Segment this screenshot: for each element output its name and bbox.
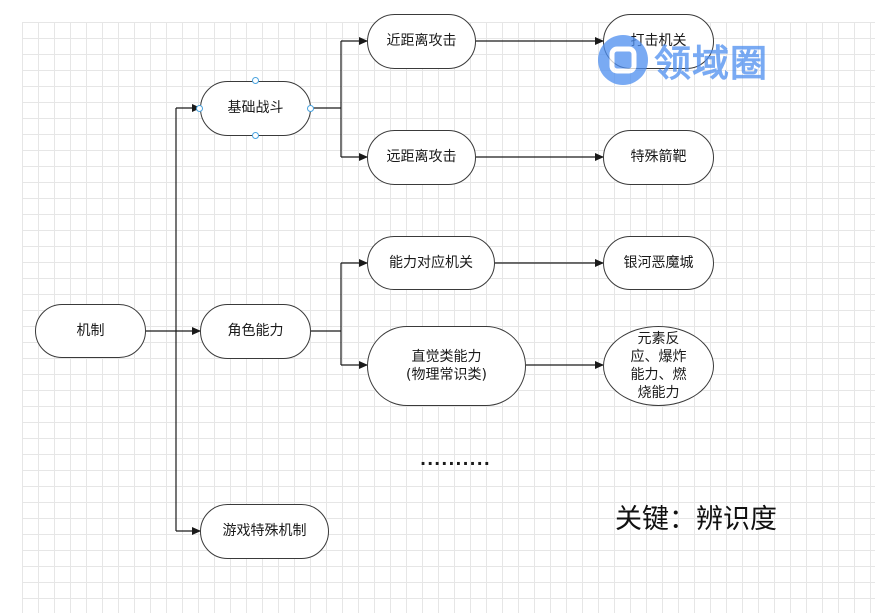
example-galaxy-castle[interactable]: 银河恶魔城 <box>603 236 714 290</box>
selection-handle-bottom[interactable] <box>252 132 259 139</box>
method-ability-mechanism[interactable]: 能力对应机关 <box>367 236 495 290</box>
watermark-logo: 领域圈 <box>596 33 768 87</box>
watermark-text: 领域圈 <box>654 42 768 85</box>
keyword-annotation: 关键：辨识度 <box>615 504 777 535</box>
category-special-mechanics[interactable]: 游戏特殊机制 <box>200 504 329 559</box>
method-ranged-attack[interactable]: 远距离攻击 <box>367 130 476 185</box>
category-character-ability[interactable]: 角色能力 <box>200 304 311 359</box>
selection-handle-top[interactable] <box>252 77 259 84</box>
ellipsis-text: .......... <box>420 450 491 469</box>
watermark-badge-icon <box>598 35 648 85</box>
selection-handle-left[interactable] <box>196 105 203 112</box>
method-intuitive-ability[interactable]: 直觉类能力 (物理常识类) <box>367 326 526 406</box>
root-node[interactable]: 机制 <box>35 304 146 358</box>
example-special-target[interactable]: 特殊箭靶 <box>603 130 714 185</box>
diagram-canvas <box>22 22 875 613</box>
selection-handle-right[interactable] <box>307 105 314 112</box>
category-basic-combat[interactable]: 基础战斗 <box>200 81 311 136</box>
example-elemental-abilities[interactable]: 元素反 应、爆炸 能力、燃 烧能力 <box>603 326 714 406</box>
method-melee-attack[interactable]: 近距离攻击 <box>367 14 476 69</box>
